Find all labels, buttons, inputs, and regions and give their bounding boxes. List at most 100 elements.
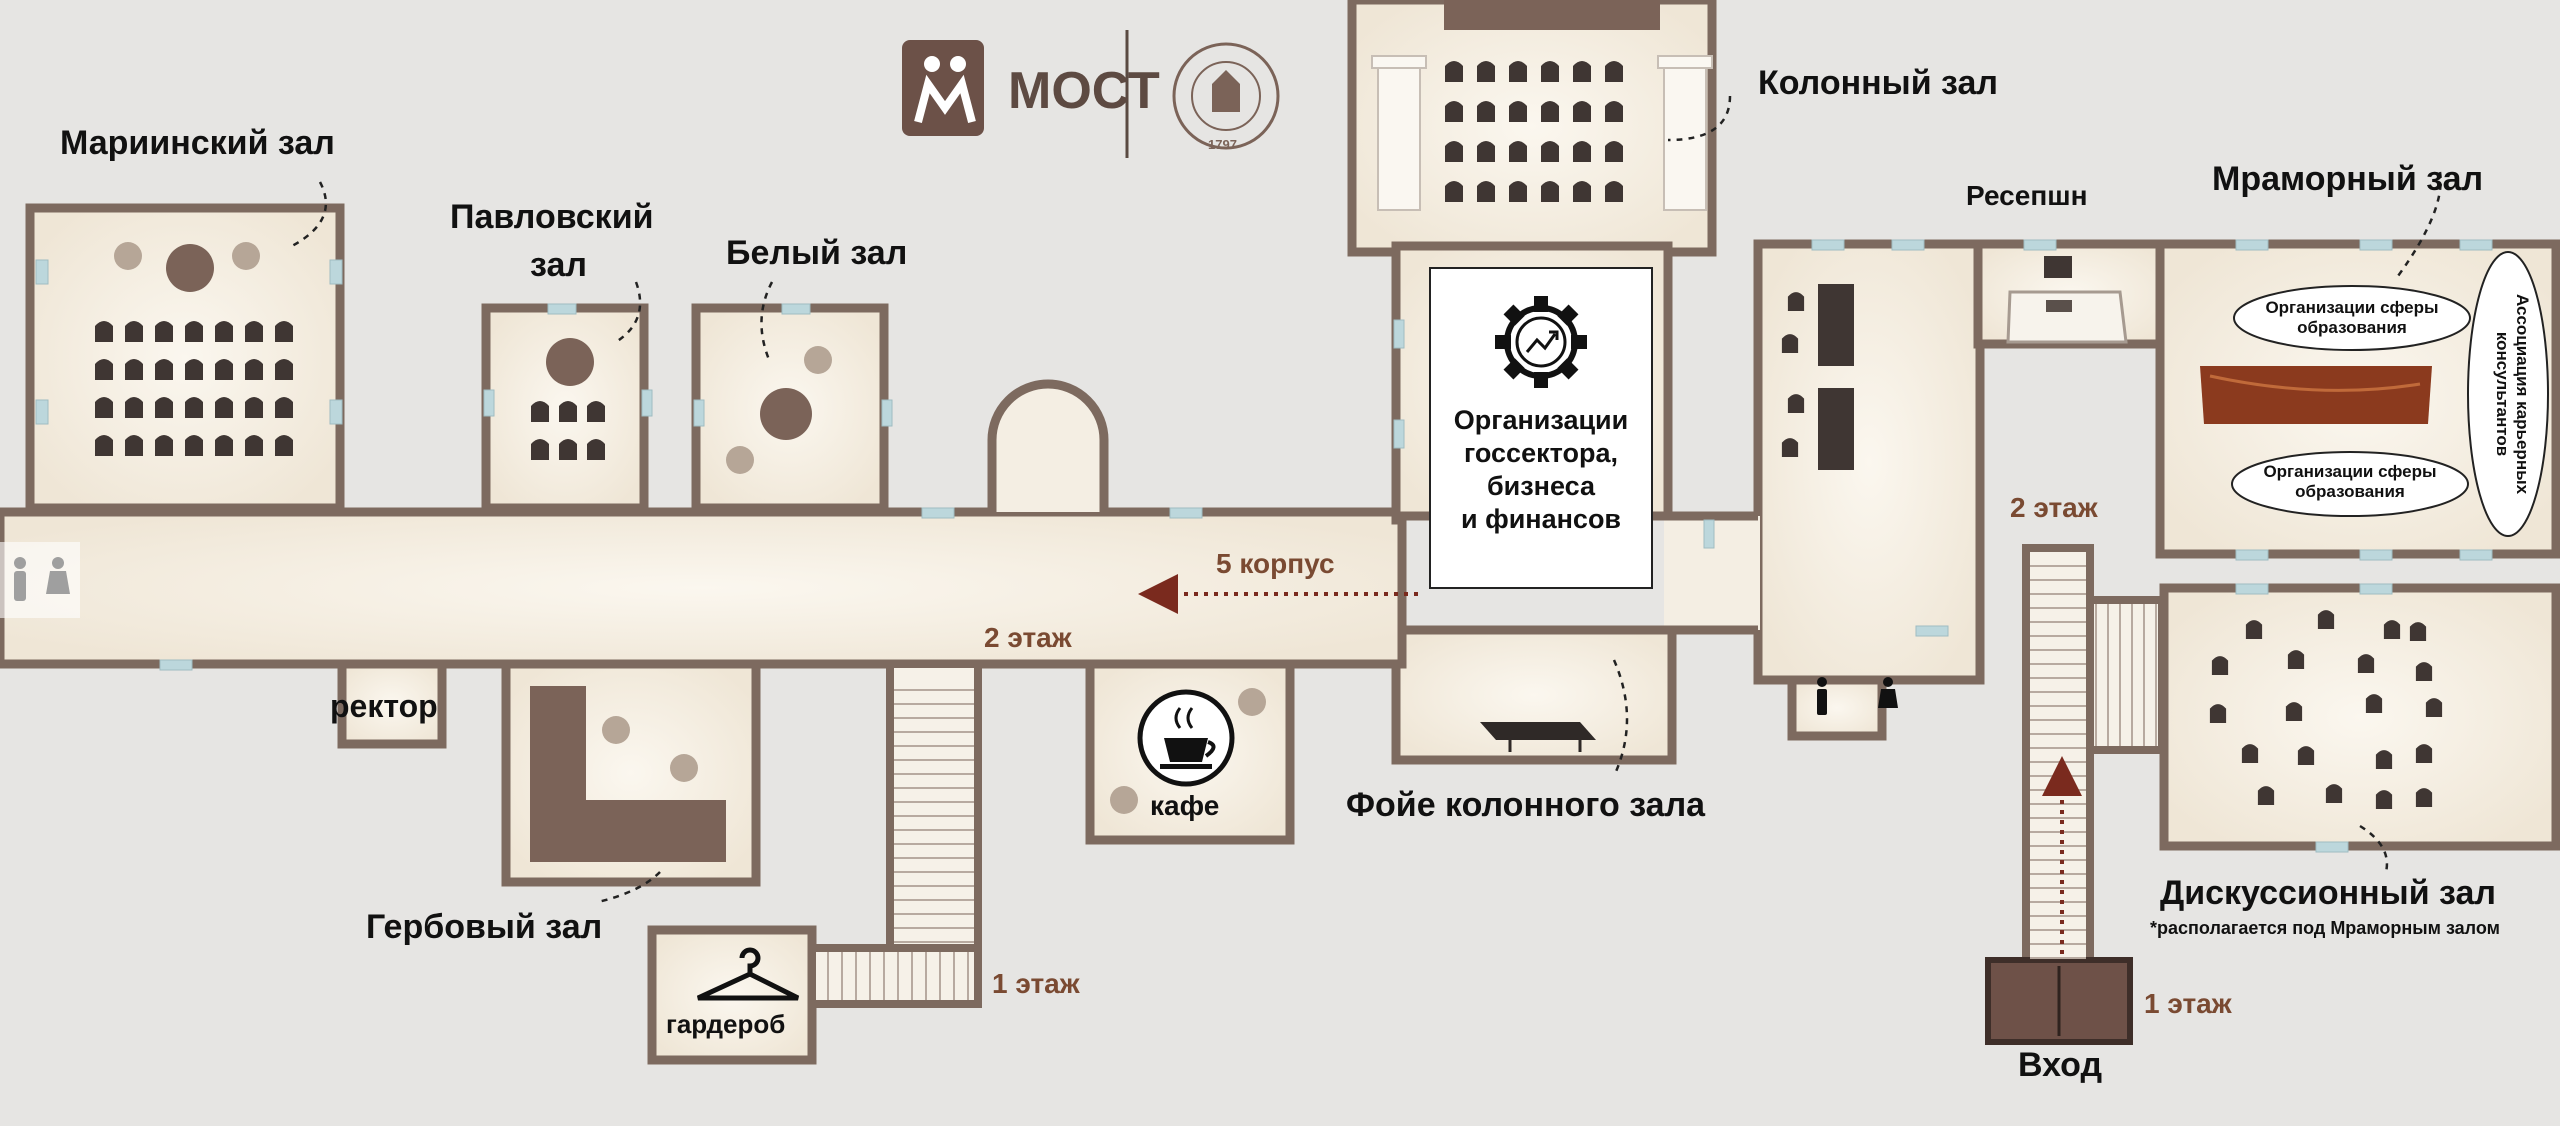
chair xyxy=(2211,656,2229,675)
window xyxy=(1393,319,1405,349)
stage xyxy=(1444,0,1660,30)
gear-tooth xyxy=(1495,335,1511,349)
chair xyxy=(245,397,263,418)
edu-zone-bottom xyxy=(2231,451,2469,517)
restroom-right xyxy=(1787,675,1887,741)
chair xyxy=(185,397,203,418)
edu-bottom-text: Организации сферы образования xyxy=(2232,462,2468,503)
window xyxy=(781,303,811,315)
corridor-dome xyxy=(987,379,1109,512)
chair xyxy=(559,439,577,460)
university-seal xyxy=(1172,42,1280,150)
window xyxy=(1169,507,1203,519)
chair xyxy=(2245,620,2263,639)
edu-top-text: Организации сферы образования xyxy=(2234,298,2470,339)
window xyxy=(2459,239,2493,251)
edu-zone-top xyxy=(2233,285,2471,351)
window xyxy=(1703,519,1715,549)
gov-zone-text: Организации госсектора, бизнеса и финанс… xyxy=(1430,404,1652,536)
window xyxy=(693,399,705,427)
gerbovy-label: Гербовый зал xyxy=(366,908,603,946)
gerbovy-desk xyxy=(586,800,726,862)
window xyxy=(1811,239,1845,251)
window xyxy=(881,399,893,427)
chair xyxy=(1573,61,1591,82)
window xyxy=(483,389,495,417)
pavlovsky-label-1: Павловский xyxy=(450,198,654,236)
diskussionny-hall xyxy=(2159,583,2560,851)
foyer-label: Фойе колонного зала xyxy=(1346,786,1706,824)
chair xyxy=(1573,101,1591,122)
chair xyxy=(1541,141,1559,162)
window xyxy=(2359,239,2393,251)
chair xyxy=(185,435,203,456)
edu-bottom-line-1: Организации сферы xyxy=(2263,462,2437,481)
chair xyxy=(2297,746,2315,765)
chair xyxy=(559,401,577,422)
window xyxy=(2459,549,2493,561)
chair xyxy=(2285,702,2303,721)
chair xyxy=(215,435,233,456)
edu-top-line-1: Организации сферы xyxy=(2265,298,2439,317)
mariinsky-table xyxy=(166,244,214,292)
window xyxy=(2315,841,2349,853)
diskussionny-note: *располагается под Мраморным залом xyxy=(2150,918,2500,938)
chair xyxy=(1509,61,1527,82)
window xyxy=(1393,419,1405,449)
edu-bottom-line-2: образования xyxy=(2295,482,2405,502)
standing-table-1 xyxy=(1818,284,1854,366)
chair xyxy=(2287,650,2305,669)
window xyxy=(921,507,955,519)
chair xyxy=(2241,744,2259,763)
chair xyxy=(275,435,293,456)
window xyxy=(2235,239,2269,251)
window xyxy=(329,259,343,285)
chair xyxy=(587,439,605,460)
chair xyxy=(2375,790,2393,809)
window xyxy=(547,303,577,315)
window xyxy=(2023,239,2057,251)
foyer-room xyxy=(1391,625,1677,765)
floor2-center-label: 2 этаж xyxy=(984,622,1072,653)
chair xyxy=(2425,698,2443,717)
chair xyxy=(1445,141,1463,162)
bely-label: Белый зал xyxy=(726,234,908,272)
most-logo xyxy=(902,40,984,136)
chair xyxy=(2375,750,2393,769)
gear-tooth xyxy=(1557,358,1579,380)
armchairs xyxy=(114,242,1266,814)
diskussionny-label: Дискуссионный зал xyxy=(2160,874,2497,912)
cafe-label: кафе xyxy=(1150,790,1220,821)
chair xyxy=(155,321,173,342)
chair xyxy=(95,359,113,380)
gear-tooth xyxy=(1534,372,1548,388)
chair xyxy=(2415,662,2433,681)
floor2-right-label: 2 этаж xyxy=(2010,492,2098,523)
chair xyxy=(125,397,143,418)
gerbovy-cabinet xyxy=(530,686,586,862)
gear-tooth xyxy=(1503,304,1525,326)
seal-year: 1797 xyxy=(1208,137,1237,152)
standing-table-2 xyxy=(1818,388,1854,470)
windows-layer xyxy=(35,239,2493,853)
gear-chart-icon xyxy=(1495,296,1587,388)
gov-line-1: Организации xyxy=(1453,405,1629,435)
chair xyxy=(2357,654,2375,673)
edu-top-line-2: образования xyxy=(2297,318,2407,338)
career-zone xyxy=(2467,251,2549,537)
chair xyxy=(95,397,113,418)
window xyxy=(2359,549,2393,561)
chair xyxy=(125,435,143,456)
chair xyxy=(1787,394,1805,413)
chair xyxy=(155,397,173,418)
corpus5-label: 5 корпус xyxy=(1216,548,1335,579)
columns xyxy=(1371,55,1713,211)
chair xyxy=(215,397,233,418)
chair xyxy=(95,435,113,456)
window xyxy=(2235,583,2269,595)
chair xyxy=(245,435,263,456)
chair xyxy=(275,359,293,380)
chair xyxy=(1445,61,1463,82)
mramorny-label: Мраморный зал xyxy=(2212,160,2484,198)
